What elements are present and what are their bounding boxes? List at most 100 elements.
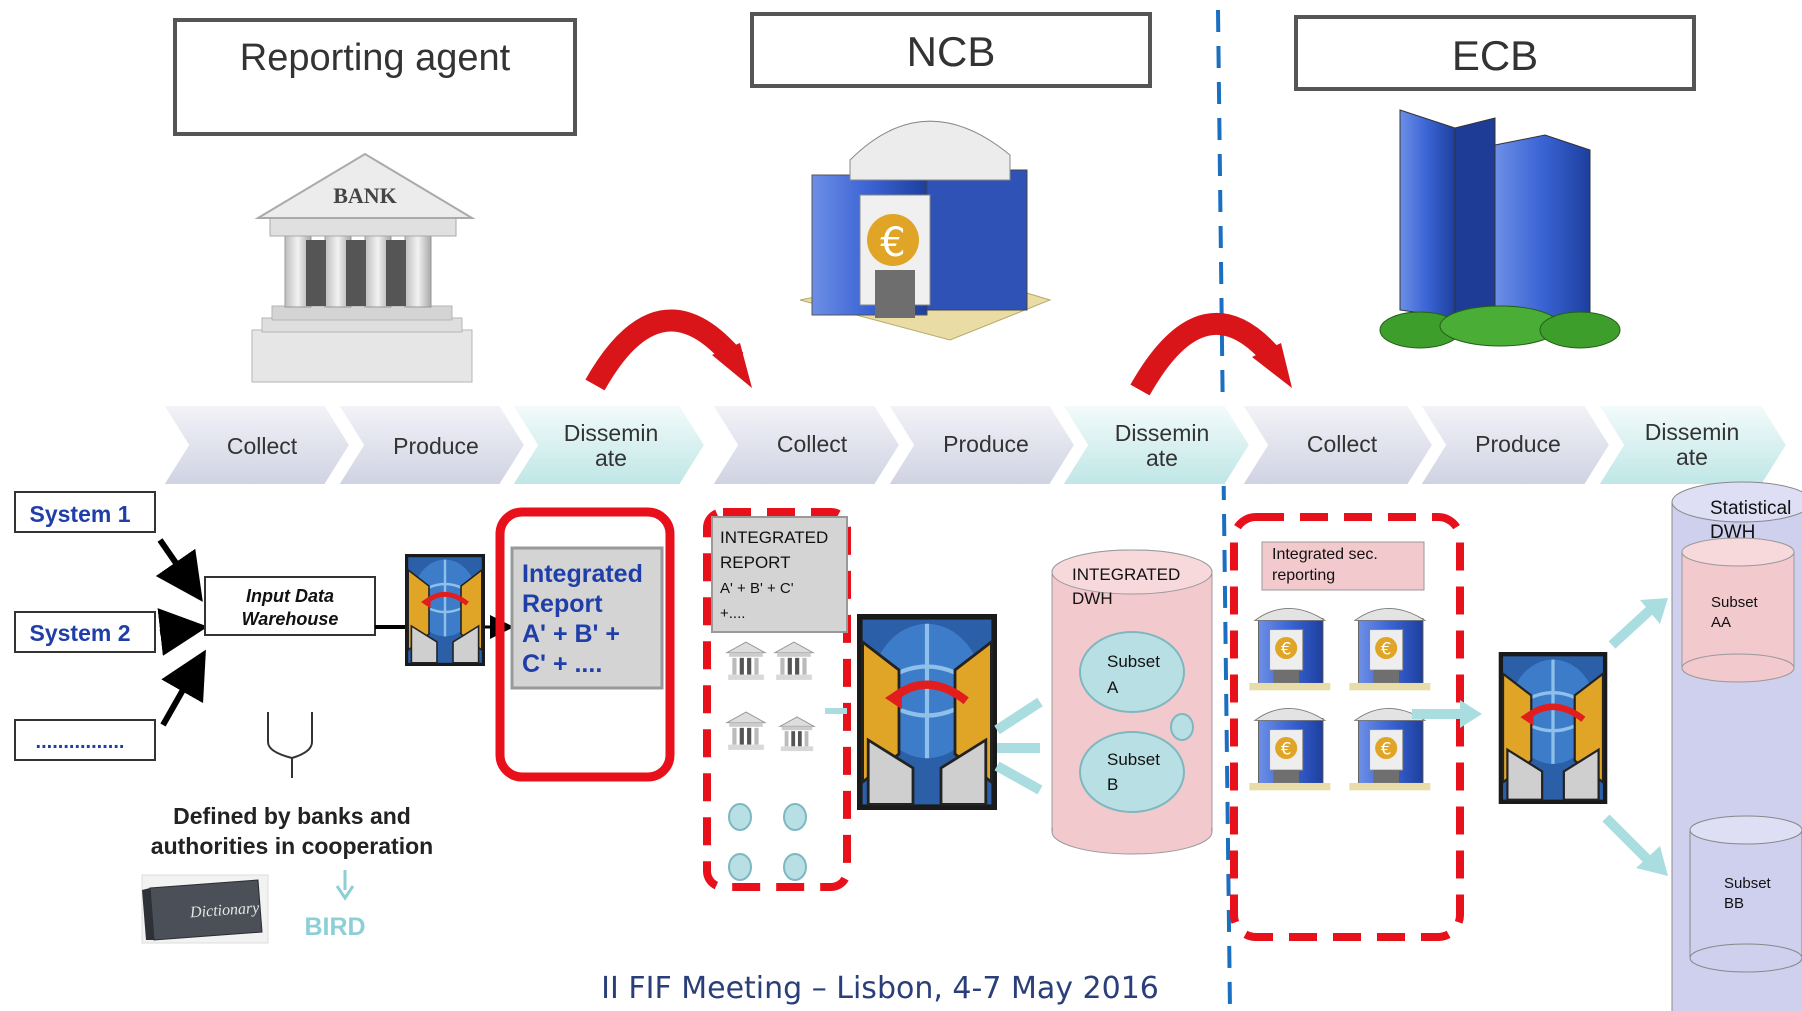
mini-bank-icon: [726, 641, 766, 681]
euro-building-icon: [1248, 607, 1331, 691]
bird-logo-icon-3: [1499, 652, 1608, 804]
svg-text:Dissemin: Dissemin: [564, 420, 659, 446]
svg-text:System 2: System 2: [29, 620, 130, 646]
svg-text:Subset: Subset: [1107, 750, 1160, 769]
svg-text:INTEGRATED: INTEGRATED: [720, 528, 828, 547]
ecb-integrated-reporting-box: Integrated sec. reporting: [1261, 541, 1425, 591]
red-curve-arrow-1: [585, 309, 752, 391]
svg-text:B: B: [1107, 775, 1118, 794]
role-label-ncb: NCB: [907, 28, 996, 75]
svg-text:Produce: Produce: [1475, 431, 1561, 457]
dictionary-book-icon: Dictionary: [141, 874, 269, 944]
defined-by-line2: authorities in cooperation: [151, 833, 433, 859]
svg-text:................: ................: [36, 731, 125, 753]
system-box-2: System 2: [14, 611, 156, 653]
role-label-ecb: ECB: [1452, 32, 1538, 79]
integrated-report-box: Integrated Report A' + B' + C' + ....: [510, 546, 664, 690]
subset-aa-cylinder: Subset AA: [1681, 537, 1795, 683]
bird-logo-icon-1: [405, 554, 485, 666]
fork-connector: [267, 712, 313, 778]
svg-text:Produce: Produce: [393, 433, 479, 459]
defined-by-line1: Defined by banks and: [173, 803, 411, 829]
svg-text:Subset: Subset: [1724, 875, 1772, 892]
logo-to-integrated-dwh-arrows: [994, 697, 1043, 795]
ncb-dots: [728, 803, 807, 881]
svg-text:System 1: System 1: [29, 501, 130, 527]
svg-text:ate: ate: [1676, 444, 1708, 470]
svg-text:Integrated: Integrated: [522, 560, 643, 588]
input-data-warehouse: Input Data Warehouse: [204, 576, 376, 636]
chevron-collect-ncb: Collect: [710, 404, 902, 486]
svg-text:€: €: [880, 220, 905, 266]
svg-text:BB: BB: [1724, 895, 1744, 912]
svg-text:Warehouse: Warehouse: [242, 609, 339, 629]
mini-bank-icon: [726, 711, 766, 751]
chevron-disseminate-ra: Dissemin ate: [510, 404, 707, 486]
red-curve-arrow-2: [1130, 313, 1292, 396]
chevron-produce-ra: Produce: [336, 404, 527, 486]
svg-text:A: A: [1107, 678, 1119, 697]
chevron-collect-ra: Collect: [161, 404, 352, 486]
footer-meeting-text: II FIF Meeting – Lisbon, 4-7 May 2016: [601, 971, 1159, 1006]
svg-text:Subset: Subset: [1711, 594, 1759, 611]
down-arrow-to-bird: [335, 870, 355, 901]
svg-text:ate: ate: [595, 445, 627, 471]
svg-text:A' + B' + C': A' + B' + C': [720, 580, 794, 597]
ncb-dashed-region: [703, 508, 851, 891]
svg-text:Collect: Collect: [1307, 431, 1378, 457]
bank-building-icon: BANK: [251, 152, 476, 383]
svg-text:Produce: Produce: [943, 431, 1029, 457]
svg-text:Collect: Collect: [777, 431, 848, 457]
dictionary-label: Dictionary: [189, 900, 261, 922]
euro-building-icon: [1248, 707, 1331, 791]
svg-text:Dissemin: Dissemin: [1645, 419, 1740, 445]
svg-text:Dissemin: Dissemin: [1115, 420, 1210, 446]
subset-a: [1079, 631, 1185, 713]
chevron-produce-ncb: Produce: [886, 404, 1077, 486]
ncb-integrated-report-box: INTEGRATED REPORT A' + B' + C' +....: [711, 516, 848, 633]
ncb-ecb-divider: [1216, 9, 1232, 1011]
role-box-ecb: [1294, 15, 1696, 91]
svg-text:Subset: Subset: [1107, 652, 1160, 671]
chevron-disseminate-ncb: Dissemin ate: [1060, 404, 1252, 486]
svg-text:Report: Report: [522, 590, 603, 618]
svg-text:Integrated sec.: Integrated sec.: [1272, 546, 1378, 563]
mini-bank-icon: [774, 641, 814, 681]
bird-logo-icon-2: [857, 614, 997, 810]
logo-to-stat-dwh-arrows: [1602, 598, 1668, 876]
euro-building-icon: [1348, 607, 1431, 691]
svg-text:C' + ....: C' + ....: [522, 650, 602, 678]
role-box-reporting-agent: [173, 18, 577, 136]
chevron-collect-ecb: Collect: [1240, 404, 1435, 486]
system-box-1: System 1: [14, 491, 156, 533]
ecb-to-logo-arrow: [1412, 700, 1482, 728]
mini-bank-icon: [779, 716, 815, 752]
svg-text:REPORT: REPORT: [720, 553, 791, 572]
system-arrows: [155, 538, 208, 727]
svg-text:AA: AA: [1711, 614, 1731, 631]
chevron-disseminate-ecb: Dissemin ate: [1596, 404, 1789, 486]
svg-text:reporting: reporting: [1272, 567, 1335, 584]
svg-text:INTEGRATED: INTEGRATED: [1072, 565, 1180, 584]
bird-label: BIRD: [304, 913, 365, 941]
integrated-dwh-cylinder: INTEGRATED DWH Subset A Subset B: [1051, 549, 1213, 855]
system-box-other: ................: [14, 719, 156, 761]
role-box-ncb: [750, 12, 1152, 88]
svg-text:Statistical: Statistical: [1710, 498, 1791, 519]
role-label-reporting-agent: Reporting agent: [240, 37, 511, 79]
svg-text:Input Data: Input Data: [246, 586, 334, 606]
svg-text:+....: +....: [720, 605, 745, 622]
euro-building-icon: [1348, 707, 1431, 791]
ecb-towers-icon: [1379, 109, 1621, 349]
svg-text:DWH: DWH: [1072, 589, 1113, 608]
subset-b: [1079, 731, 1185, 813]
process-chevrons: Collect Produce Dissemin ate Collect Pro…: [161, 404, 1789, 486]
statistical-dwh-cylinder: Statistical DWH Subset AA Subset BB: [1671, 481, 1802, 1011]
ncb-building-icon: €: [799, 120, 1052, 341]
svg-text:A' + B' +: A' + B' +: [522, 620, 620, 648]
subset-bb-cylinder: Subset BB: [1689, 815, 1802, 973]
svg-text:ate: ate: [1146, 445, 1178, 471]
chevron-produce-ecb: Produce: [1418, 404, 1612, 486]
integrated-report-red-outline: [495, 507, 675, 782]
